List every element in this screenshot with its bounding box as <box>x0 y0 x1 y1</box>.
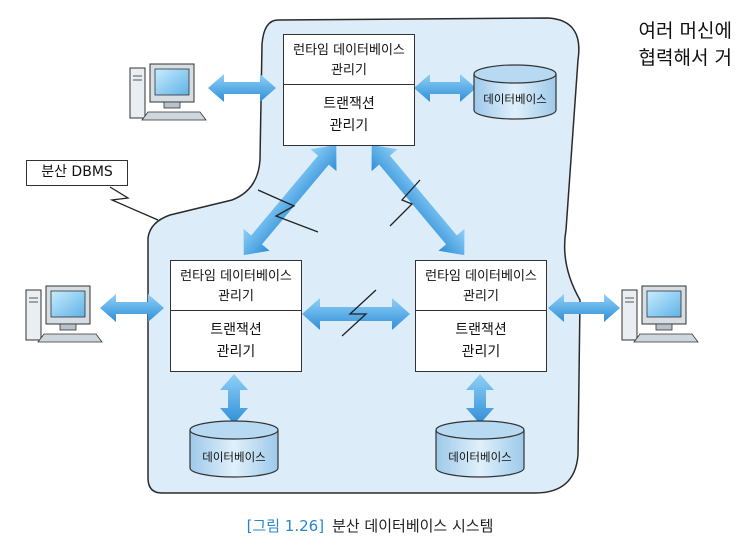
database-label: 데이터베이스 <box>483 92 546 106</box>
runtime-label-line2: 관리기 <box>463 289 499 304</box>
arrow-node-top-to-node-left <box>243 144 337 256</box>
figure-caption: [그림 1.26] 분산 데이터베이스 시스템 <box>0 515 740 536</box>
database-icon: 데이터베이스 <box>435 420 525 478</box>
network-link-icon <box>389 179 421 227</box>
tx-label-line1: 트랜잭션 <box>455 322 507 338</box>
tx-label-line2: 관리기 <box>216 344 256 360</box>
arrow-node-right-to-db <box>466 374 494 424</box>
distributed-region <box>147 17 581 494</box>
arrow-computer-left-to-node <box>100 294 164 322</box>
transaction-manager: 트랜잭션 관리기 <box>416 311 546 363</box>
runtime-db-manager: 런타임 데이터베이스 관리기 <box>416 261 546 311</box>
distributed-dbms-label: 분산 DBMS <box>26 160 128 186</box>
node-left: 런타임 데이터베이스 관리기 트랜잭션 관리기 <box>170 260 302 372</box>
arrow-node-right-to-computer <box>548 294 620 322</box>
side-note-line2: 협력해서 거 <box>638 47 732 69</box>
arrow-node-left-to-db <box>220 374 248 424</box>
arrow-computer-top-to-node <box>208 74 276 102</box>
computer-icon <box>129 63 207 121</box>
computer-icon <box>25 285 103 343</box>
tx-label-line1: 트랜잭션 <box>323 96 375 112</box>
runtime-label-line1: 런타임 데이터베이스 <box>293 43 405 58</box>
arrow-node-top-to-db <box>414 74 476 102</box>
side-note: 여러 머신에 협력해서 거 <box>639 18 732 72</box>
network-link-icon <box>341 289 377 337</box>
runtime-label-line1: 런타임 데이터베이스 <box>180 269 292 284</box>
arrow-node-top-to-node-right <box>371 144 465 256</box>
database-label: 데이터베이스 <box>448 450 511 464</box>
database-icon: 데이터베이스 <box>473 64 557 120</box>
tx-label-line1: 트랜잭션 <box>210 322 262 338</box>
tx-label-line2: 관리기 <box>329 118 369 134</box>
transaction-manager: 트랜잭션 관리기 <box>284 85 414 137</box>
dbms-label-pointer <box>109 186 159 221</box>
database-icon: 데이터베이스 <box>189 420 279 478</box>
side-note-line1: 여러 머신에 <box>638 20 732 42</box>
figure-number: [그림 1.26] <box>246 517 325 535</box>
runtime-label-line2: 관리기 <box>218 289 254 304</box>
runtime-label-line2: 관리기 <box>331 63 367 78</box>
figure-title: 분산 데이터베이스 시스템 <box>332 517 494 535</box>
node-top: 런타임 데이터베이스 관리기 트랜잭션 관리기 <box>283 34 415 146</box>
runtime-label-line1: 런타임 데이터베이스 <box>425 269 537 284</box>
network-link-icon <box>257 189 319 233</box>
tx-label-line2: 관리기 <box>461 344 501 360</box>
runtime-db-manager: 런타임 데이터베이스 관리기 <box>284 35 414 85</box>
runtime-db-manager: 런타임 데이터베이스 관리기 <box>171 261 301 311</box>
computer-icon <box>621 285 699 343</box>
database-label: 데이터베이스 <box>202 450 265 464</box>
node-right: 런타임 데이터베이스 관리기 트랜잭션 관리기 <box>415 260 547 372</box>
transaction-manager: 트랜잭션 관리기 <box>171 311 301 363</box>
